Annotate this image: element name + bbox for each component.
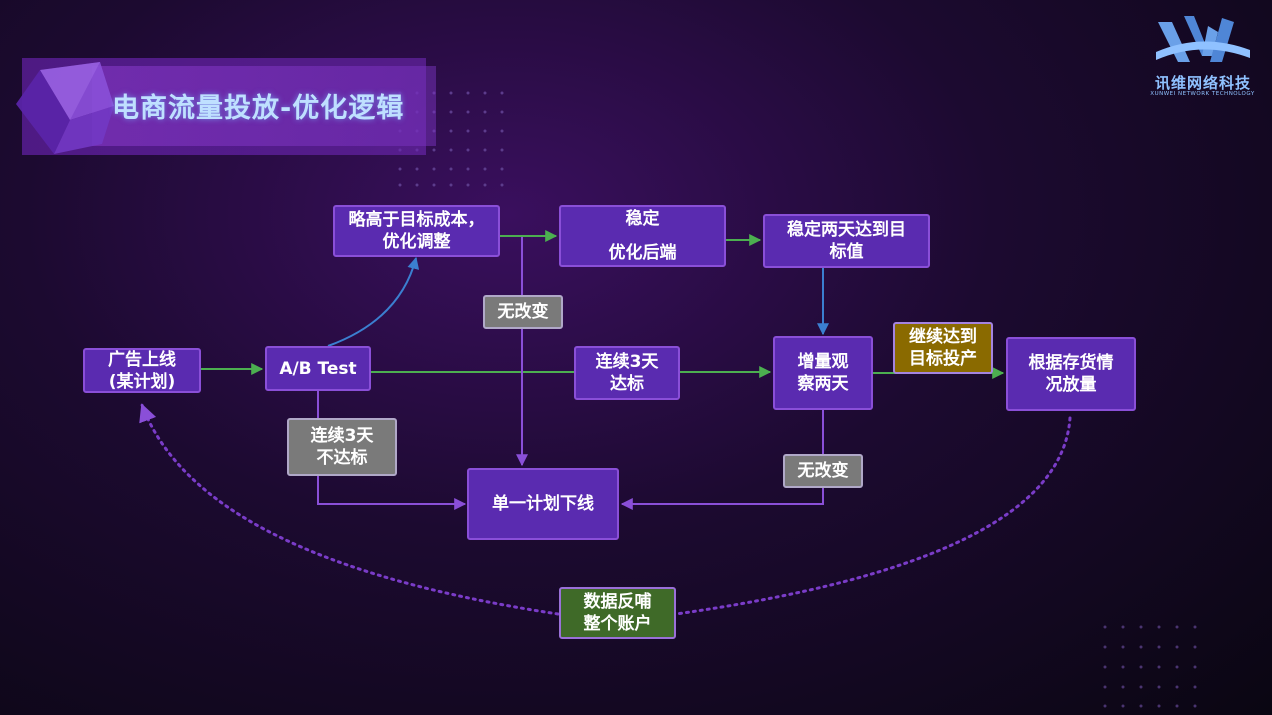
node-continue-target: 继续达到 目标投产 xyxy=(893,322,993,374)
cube-icon xyxy=(16,62,114,154)
logo-name: 讯维网络科技 xyxy=(1154,74,1251,92)
node-no-change-1: 无改变 xyxy=(483,295,563,329)
dot-grid-bottom xyxy=(1103,625,1197,708)
node-inventory-scale: 根据存货情 况放量 xyxy=(1006,337,1136,411)
node-three-days-not-meet: 连续3天 不达标 xyxy=(287,418,397,476)
edge-feedback-loop xyxy=(142,405,1072,616)
node-stable-two-days: 稳定两天达到目 标值 xyxy=(763,214,930,268)
page-title: 电商流量投放-优化逻辑 xyxy=(112,93,405,124)
node-plan-offline: 单一计划下线 xyxy=(467,468,619,540)
node-ad-online: 广告上线 (某计划) xyxy=(83,348,201,393)
edge-ab-to-adjust xyxy=(327,256,420,347)
node-incremental-observe: 增量观 察两天 xyxy=(773,336,873,410)
edge-observe-to-offline xyxy=(620,410,824,510)
title-banner-inner xyxy=(92,66,436,146)
node-no-change-2: 无改变 xyxy=(783,454,863,488)
node-ab-test: A/B Test xyxy=(265,346,371,391)
node-three-days-meet: 连续3天 达标 xyxy=(574,346,680,400)
xunwei-logo-icon xyxy=(1156,16,1250,62)
node-slightly-higher: 略高于目标成本， 优化调整 xyxy=(333,205,500,257)
node-stable-backend: 稳定 优化后端 xyxy=(559,205,726,267)
node-data-feedback: 数据反哺 整个账户 xyxy=(559,587,676,639)
logo-subtitle: XUNWEI NETWORK TECHNOLOGY xyxy=(1150,91,1255,97)
